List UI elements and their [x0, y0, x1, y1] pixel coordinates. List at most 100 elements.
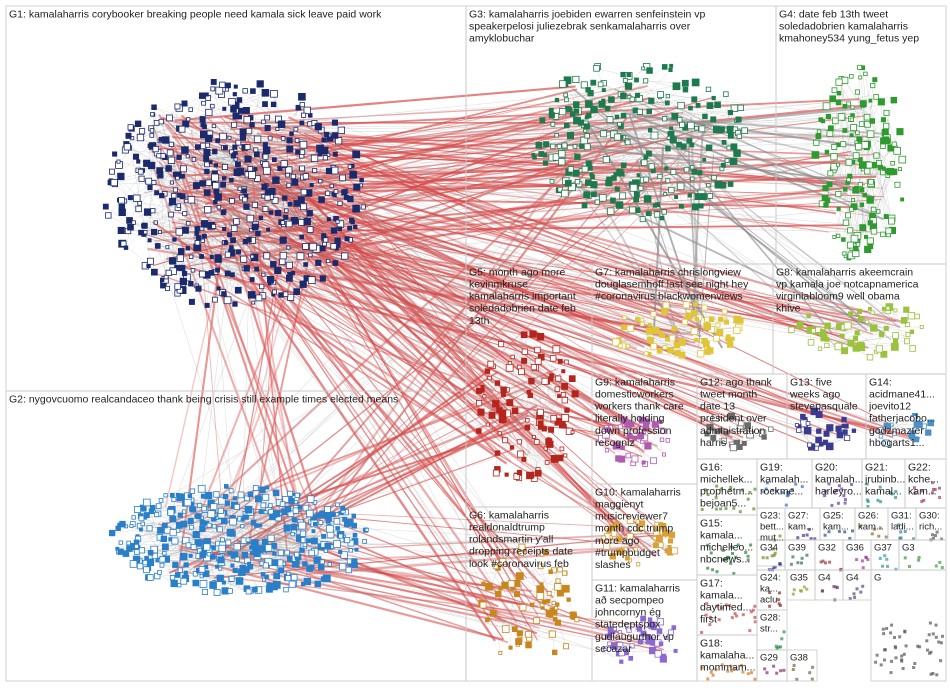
node-g13-14[interactable]: [836, 431, 844, 439]
node-g6-61[interactable]: [484, 617, 490, 623]
node-g33-0[interactable]: [903, 556, 907, 560]
node-g5-88[interactable]: [550, 454, 559, 463]
node-g15-6[interactable]: [715, 570, 719, 574]
node-g1-160[interactable]: [322, 155, 328, 161]
node-g1-80[interactable]: [227, 135, 232, 140]
node-g15-10[interactable]: [731, 552, 734, 555]
node-g22-3[interactable]: [931, 487, 935, 491]
node-g36-0[interactable]: [860, 559, 864, 563]
node-g14-15[interactable]: [925, 429, 932, 436]
node-g7-65[interactable]: [668, 334, 676, 342]
node-g7-48[interactable]: [685, 312, 693, 320]
node-g4x-2[interactable]: [820, 589, 824, 593]
node-g1-323[interactable]: [233, 84, 238, 89]
node-g3-18[interactable]: [601, 88, 606, 93]
node-g1-356[interactable]: [296, 252, 305, 261]
node-g21-7[interactable]: [866, 500, 870, 503]
node-g37-5[interactable]: [878, 556, 882, 560]
node-g1-291[interactable]: [199, 254, 205, 259]
node-g10-28[interactable]: [633, 547, 638, 552]
node-g5-102[interactable]: [561, 369, 566, 374]
node-g8-18[interactable]: [824, 342, 830, 348]
node-g18-6[interactable]: [711, 673, 715, 677]
node-g2-362[interactable]: [126, 540, 131, 546]
node-g9-2[interactable]: [644, 442, 652, 450]
node-g14-6[interactable]: [882, 439, 890, 447]
node-g4-120[interactable]: [850, 234, 859, 243]
node-g3-68[interactable]: [714, 101, 721, 109]
node-g2-344[interactable]: [206, 552, 212, 557]
node-g4-114[interactable]: [840, 141, 847, 148]
node-g1-507[interactable]: [332, 193, 337, 198]
node-g2-400[interactable]: [180, 520, 188, 528]
node-g2-294[interactable]: [249, 551, 255, 556]
node-g5-53[interactable]: [534, 469, 542, 477]
node-g2-306[interactable]: [232, 496, 237, 501]
node-g1-121[interactable]: [168, 141, 174, 147]
node-g12-13[interactable]: [704, 431, 710, 437]
node-g24-2[interactable]: [768, 591, 772, 595]
node-g3-244[interactable]: [666, 135, 671, 140]
node-g2-6[interactable]: [192, 531, 200, 539]
node-g5-61[interactable]: [529, 330, 537, 338]
node-g24-3[interactable]: [777, 598, 781, 602]
node-g2-152[interactable]: [183, 498, 192, 507]
node-g10-25[interactable]: [654, 521, 659, 527]
node-g3-214[interactable]: [719, 181, 727, 189]
node-g6-31[interactable]: [546, 591, 552, 596]
node-g3-114[interactable]: [574, 153, 581, 160]
node-g5-42[interactable]: [525, 418, 530, 423]
node-g2-327[interactable]: [171, 497, 177, 503]
node-g21-3[interactable]: [878, 485, 882, 489]
node-g1-461[interactable]: [244, 155, 252, 163]
node-g5-100[interactable]: [502, 437, 509, 444]
node-gsmall-28[interactable]: [890, 623, 894, 627]
node-g3-180[interactable]: [690, 164, 695, 170]
node-g13-22[interactable]: [842, 417, 847, 422]
node-g7-15[interactable]: [726, 341, 734, 348]
node-g3-82[interactable]: [653, 211, 661, 218]
node-g3-187[interactable]: [584, 133, 590, 139]
node-g1-123[interactable]: [267, 135, 273, 141]
node-g3-157[interactable]: [539, 117, 546, 124]
node-g3-176[interactable]: [727, 125, 734, 132]
node-g3-24[interactable]: [705, 86, 712, 92]
node-g2-229[interactable]: [278, 567, 285, 574]
node-g1-184[interactable]: [285, 274, 293, 282]
node-g4-33[interactable]: [818, 117, 823, 122]
node-g1-493[interactable]: [216, 286, 221, 291]
node-g1-239[interactable]: [151, 104, 157, 111]
node-g1-206[interactable]: [220, 181, 227, 188]
node-gsmall-25[interactable]: [928, 621, 932, 625]
node-g3-252[interactable]: [581, 165, 589, 173]
node-g3-240[interactable]: [558, 158, 566, 166]
node-g3-89[interactable]: [695, 103, 701, 108]
node-g3-4[interactable]: [721, 139, 727, 145]
node-g3-248[interactable]: [583, 191, 591, 199]
node-g9-36[interactable]: [658, 419, 663, 424]
node-g2-232[interactable]: [142, 498, 151, 507]
node-g2-115[interactable]: [229, 517, 237, 526]
node-g1-340[interactable]: [230, 237, 236, 243]
node-g11-12[interactable]: [654, 650, 662, 658]
node-g6-43[interactable]: [566, 597, 571, 602]
node-g3-90[interactable]: [716, 127, 723, 134]
node-g2-297[interactable]: [351, 513, 356, 519]
node-g2-227[interactable]: [325, 524, 334, 533]
node-g25-2[interactable]: [823, 533, 827, 537]
node-g17-2[interactable]: [728, 604, 732, 607]
node-g1-406[interactable]: [221, 163, 228, 170]
node-g1-337[interactable]: [334, 237, 341, 244]
node-g2-243[interactable]: [216, 574, 224, 582]
node-g6-27[interactable]: [551, 600, 556, 606]
node-g4-51[interactable]: [849, 74, 854, 79]
node-g18-4[interactable]: [714, 668, 718, 672]
node-g1-504[interactable]: [299, 140, 308, 149]
node-gsmall-33[interactable]: [890, 659, 893, 663]
node-g2-56[interactable]: [345, 566, 352, 574]
node-g5-95[interactable]: [477, 408, 485, 416]
node-g1-441[interactable]: [336, 243, 341, 248]
node-g28-1[interactable]: [775, 647, 779, 650]
node-g1-91[interactable]: [215, 86, 224, 95]
node-g1-462[interactable]: [199, 116, 206, 123]
